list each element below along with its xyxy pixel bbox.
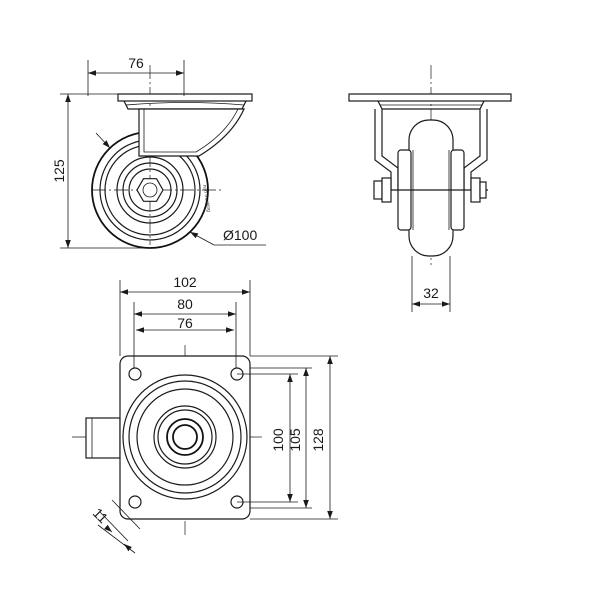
front-view: 32 bbox=[348, 65, 512, 312]
dim-plate-height: 128 bbox=[310, 428, 326, 452]
side-fork bbox=[138, 108, 245, 157]
side-view: non marking 76 125 Ø100 bbox=[51, 55, 266, 249]
front-mount-plate bbox=[348, 93, 512, 102]
dim-wheel-diameter: Ø100 bbox=[223, 227, 257, 243]
dim-hole-diameter: 11 bbox=[90, 505, 112, 527]
dim-side-height: 125 bbox=[51, 159, 67, 183]
side-axle-nut bbox=[136, 178, 164, 202]
front-wheel bbox=[408, 119, 454, 257]
top-view: 102 80 76 100 105 128 11 bbox=[72, 274, 338, 554]
dim-side-top-width: 76 bbox=[128, 55, 144, 71]
dim-hole-spacing-y: 100 bbox=[270, 428, 286, 452]
top-kingpin-inner bbox=[172, 424, 198, 450]
front-axle-nut bbox=[470, 177, 481, 203]
top-kingpin-outer bbox=[166, 418, 204, 456]
top-fork-stub bbox=[85, 417, 121, 459]
top-bolt-hole-tl bbox=[128, 367, 142, 381]
dim-inner-width: 76 bbox=[177, 315, 193, 331]
top-bolt-hole-bl bbox=[128, 495, 142, 509]
dim-inner-height: 105 bbox=[287, 428, 303, 452]
dim-plate-width: 102 bbox=[173, 274, 197, 290]
top-mount-plate bbox=[119, 355, 251, 520]
top-outer-ring bbox=[122, 374, 248, 500]
front-axle-bolt-head bbox=[373, 180, 383, 200]
dim-hole-spacing-x: 80 bbox=[177, 296, 193, 312]
wheel-text: non marking bbox=[201, 184, 212, 212]
side-mount-plate bbox=[117, 93, 253, 102]
dim-wheel-width: 32 bbox=[423, 285, 439, 301]
